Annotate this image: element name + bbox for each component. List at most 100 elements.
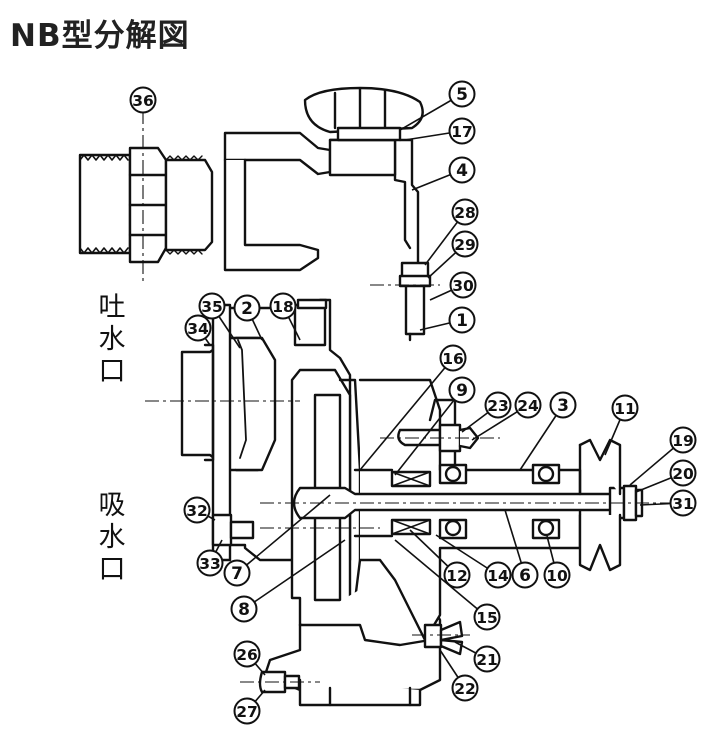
callout-circle xyxy=(184,314,212,342)
callout-circle xyxy=(439,344,467,372)
part-callout-24: 24 xyxy=(514,391,542,419)
part-callout-1: 1 xyxy=(448,306,476,334)
pulley-11 xyxy=(578,438,622,572)
part-callout-28: 28 xyxy=(451,198,479,226)
callout-number: 19 xyxy=(672,432,694,450)
part-callout-34: 34 xyxy=(184,314,212,342)
callout-number: 21 xyxy=(476,651,498,669)
part-callout-15: 15 xyxy=(473,603,501,631)
bolt-set-28-30 xyxy=(398,261,432,342)
discharge-char-2: 水 xyxy=(98,324,126,355)
pipe-fitting-36 xyxy=(78,146,214,264)
part-callout-16: 16 xyxy=(439,344,467,372)
part-callout-35: 35 xyxy=(198,292,226,320)
part-callout-6: 6 xyxy=(511,561,539,589)
callout-number: 4 xyxy=(456,161,468,181)
callout-circle xyxy=(669,459,697,487)
callout-circle xyxy=(549,391,577,419)
callout-circle xyxy=(449,271,477,299)
part-callout-11: 11 xyxy=(611,394,639,422)
callout-circle xyxy=(448,306,476,334)
suction-port-label: 吸 水 口 xyxy=(96,490,128,586)
callout-number: 12 xyxy=(446,567,468,585)
callout-number: 32 xyxy=(186,502,208,520)
callout-number: 23 xyxy=(487,397,509,415)
part-callout-12: 12 xyxy=(443,561,471,589)
callout-number: 14 xyxy=(487,567,509,585)
callout-number: 20 xyxy=(672,465,694,483)
callout-number: 10 xyxy=(546,567,568,585)
part-callout-2: 2 xyxy=(233,294,261,322)
callout-number: 36 xyxy=(132,92,154,110)
callout-circle xyxy=(269,292,297,320)
callout-number: 5 xyxy=(456,85,468,105)
part-callout-18: 18 xyxy=(269,292,297,320)
callout-circle xyxy=(514,391,542,419)
part-callout-14: 14 xyxy=(484,561,512,589)
part-callout-27: 27 xyxy=(233,697,261,725)
page-title: NB型分解図 xyxy=(10,18,190,54)
callout-number: 31 xyxy=(672,495,694,513)
callout-number: 7 xyxy=(231,564,243,584)
callout-circle xyxy=(223,559,251,587)
callout-circle xyxy=(448,117,476,145)
callout-circle xyxy=(473,645,501,673)
callout-number: 18 xyxy=(272,298,294,316)
part-callout-5: 5 xyxy=(448,80,476,108)
suction-char-1: 吸 xyxy=(98,490,126,521)
callout-number: 1 xyxy=(456,311,468,331)
part-callout-4: 4 xyxy=(448,156,476,184)
part-callout-20: 20 xyxy=(669,459,697,487)
callout-circle xyxy=(543,561,571,589)
callout-circle xyxy=(196,549,224,577)
callout-circle xyxy=(233,697,261,725)
callout-circle xyxy=(233,640,261,668)
callout-circle xyxy=(669,489,697,517)
flange-34 xyxy=(203,339,247,462)
part-callout-7: 7 xyxy=(223,559,251,587)
callout-circle xyxy=(183,496,211,524)
callout-circle xyxy=(484,561,512,589)
callout-number: 17 xyxy=(451,123,473,141)
elbow-pipe-4 xyxy=(223,86,424,272)
part-callout-36: 36 xyxy=(129,86,157,114)
callout-circle xyxy=(233,294,261,322)
callout-number: 33 xyxy=(199,555,221,573)
callout-circle xyxy=(451,230,479,258)
callout-number: 15 xyxy=(476,609,498,627)
callout-number: 11 xyxy=(614,400,636,418)
part-callout-19: 19 xyxy=(669,426,697,454)
suction-char-2: 水 xyxy=(98,522,126,553)
part-callout-17: 17 xyxy=(448,117,476,145)
discharge-char-3: 口 xyxy=(98,356,126,387)
part-callout-9: 9 xyxy=(448,376,476,404)
discharge-port-label: 吐 水 口 xyxy=(96,292,128,388)
callout-number: 16 xyxy=(442,350,464,368)
callout-number: 24 xyxy=(517,397,539,415)
callout-number: 35 xyxy=(201,298,223,316)
part-callout-22: 22 xyxy=(451,674,479,702)
callout-circle xyxy=(451,198,479,226)
part-callout-23: 23 xyxy=(484,391,512,419)
callout-number: 8 xyxy=(238,600,250,620)
callout-number: 29 xyxy=(454,236,476,254)
callout-circle xyxy=(473,603,501,631)
discharge-char-1: 吐 xyxy=(98,292,126,323)
casing-2 xyxy=(180,298,352,562)
part-callout-10: 10 xyxy=(543,561,571,589)
part-callout-26: 26 xyxy=(233,640,261,668)
callout-circle xyxy=(511,561,539,589)
part-callout-3: 3 xyxy=(549,391,577,419)
part-callout-32: 32 xyxy=(183,496,211,524)
callout-number: 9 xyxy=(456,381,468,401)
part-callout-29: 29 xyxy=(451,230,479,258)
callout-circle xyxy=(448,80,476,108)
part-callout-31: 31 xyxy=(669,489,697,517)
bolt-32-33 xyxy=(211,513,255,547)
seal-9 xyxy=(353,468,432,538)
part-callout-33: 33 xyxy=(196,549,224,577)
callout-circle xyxy=(611,394,639,422)
part-callout-30: 30 xyxy=(449,271,477,299)
callout-circle xyxy=(443,561,471,589)
